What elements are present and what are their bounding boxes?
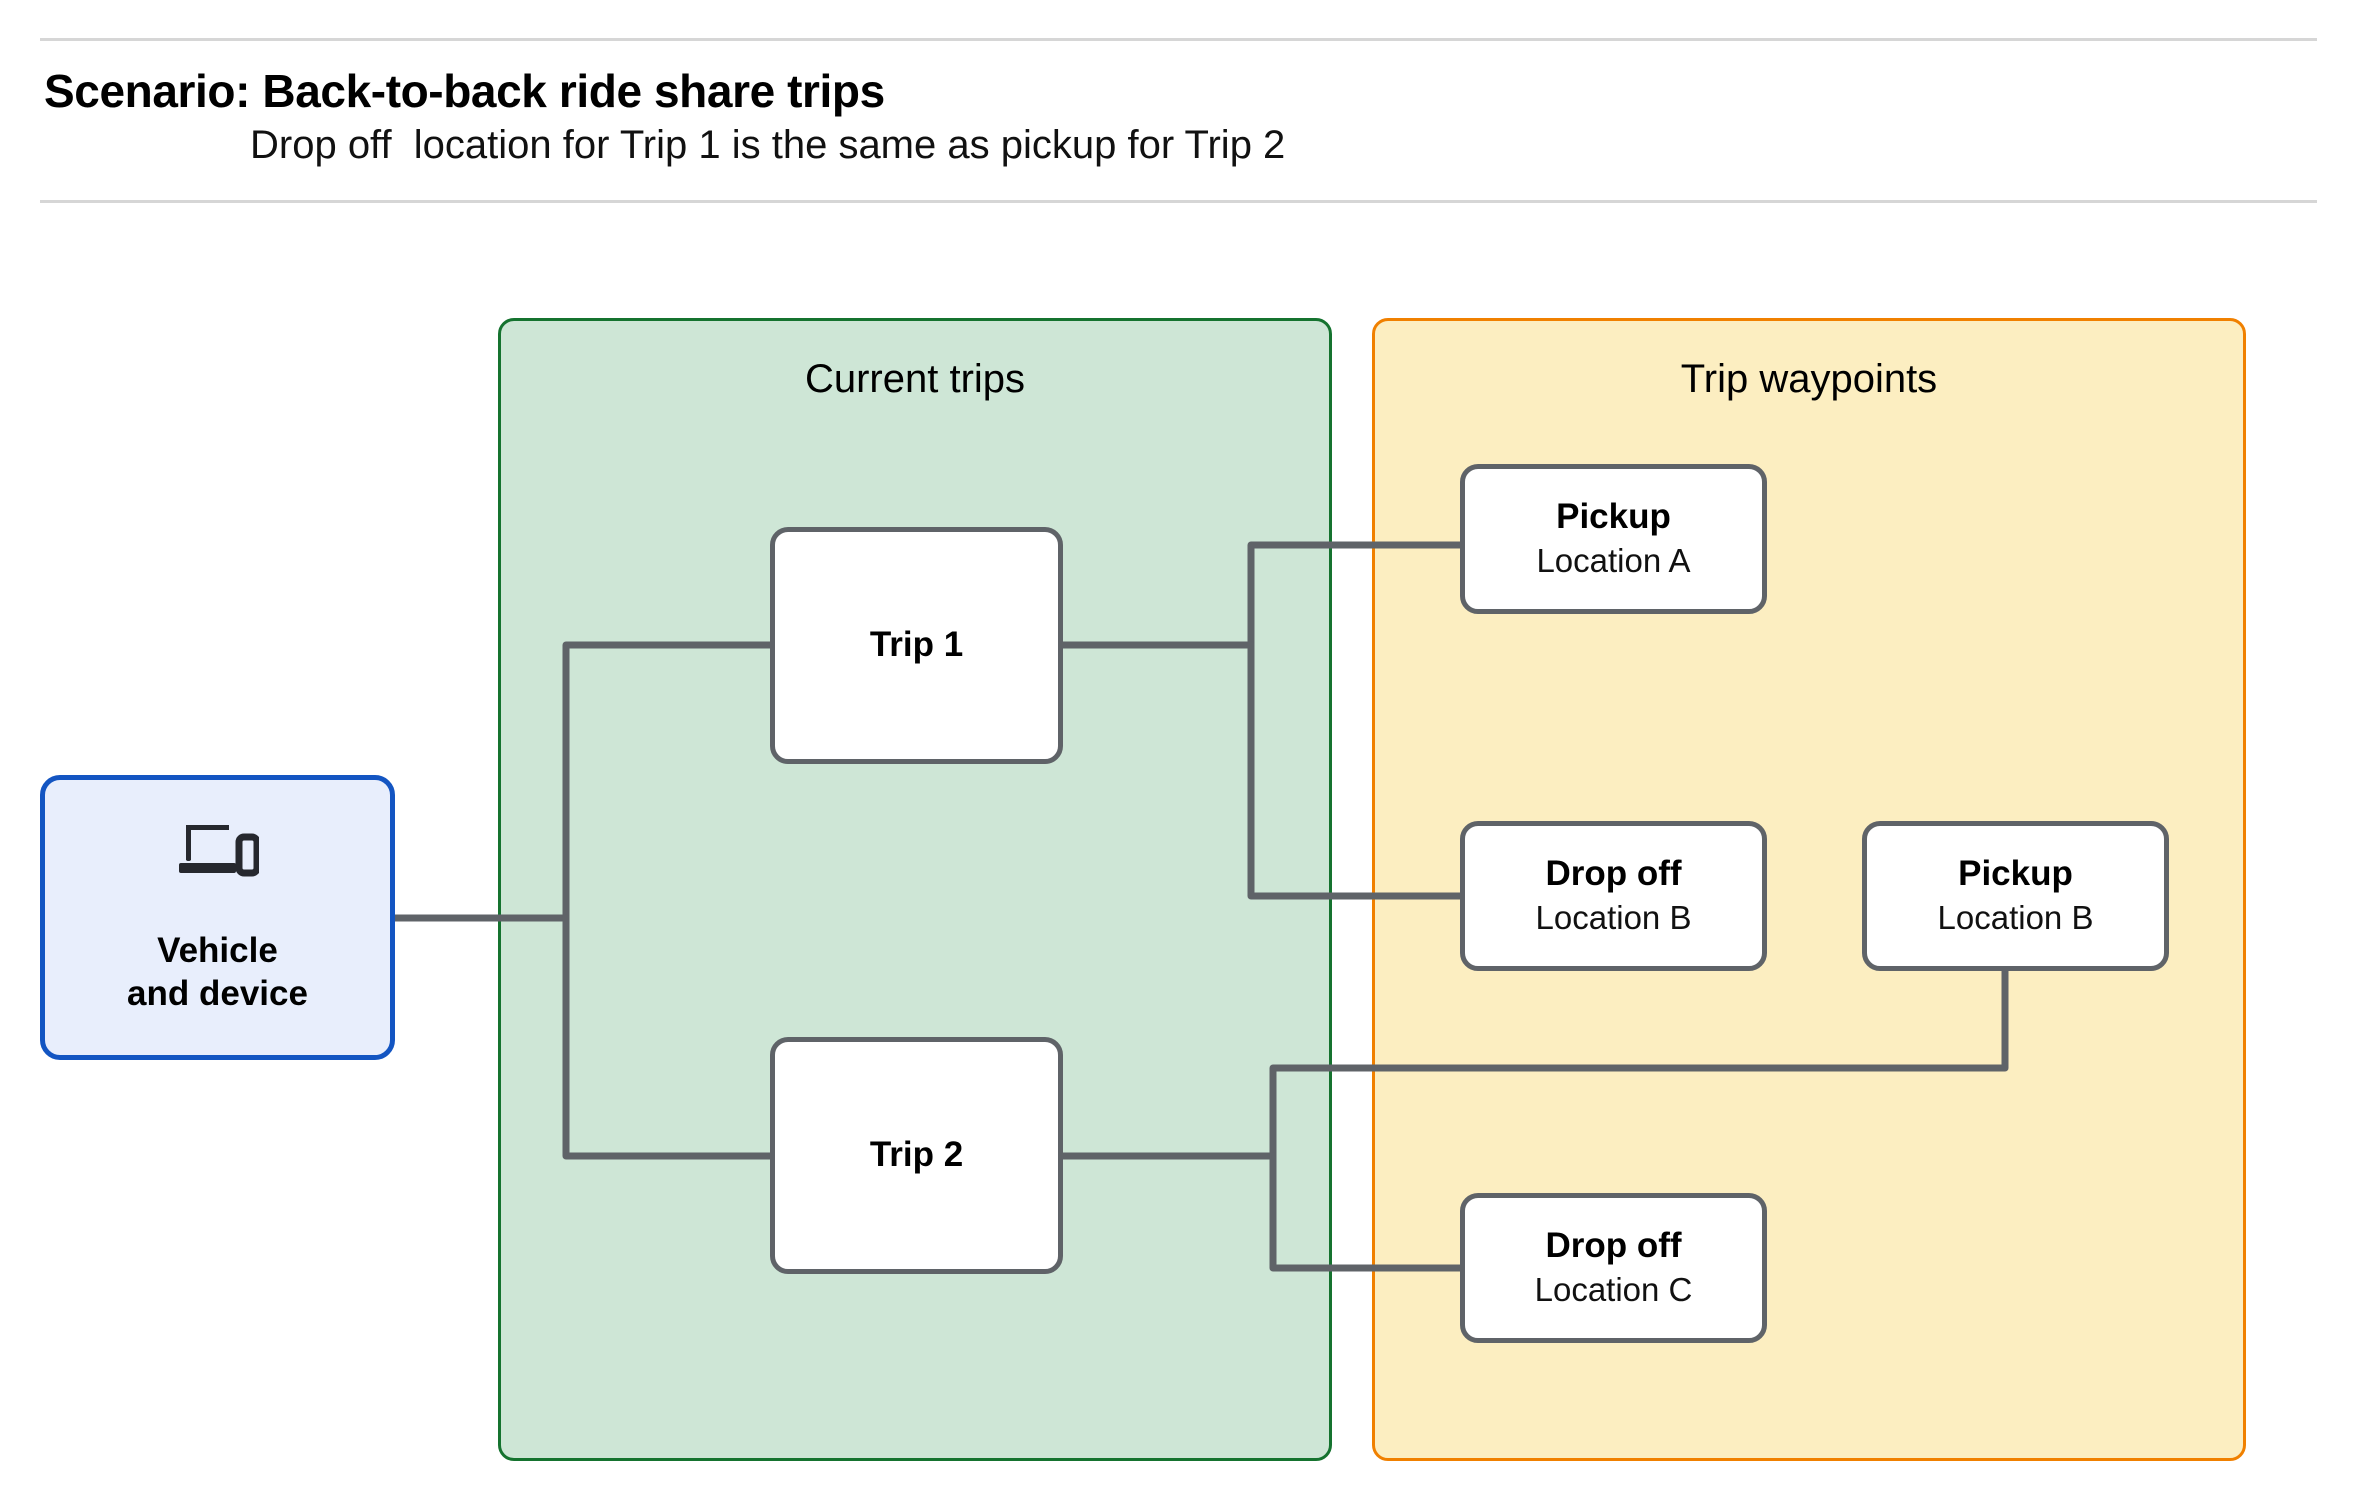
header-divider-bottom <box>40 200 2317 203</box>
node-pickup-location-b[interactable]: Pickup Location B <box>1862 821 2169 971</box>
page-title: Scenario: Back-to-back ride share trips <box>44 65 885 117</box>
node-pickup-location-a[interactable]: Pickup Location A <box>1460 464 1767 614</box>
node-pickup-b-type: Pickup <box>1958 854 2073 894</box>
node-dropoff-c-location: Location C <box>1534 1271 1693 1309</box>
node-vehicle-and-device[interactable]: Vehicle and device <box>40 775 395 1060</box>
node-trip-1-label: Trip 1 <box>869 625 964 665</box>
node-trip-2[interactable]: Trip 2 <box>770 1037 1063 1274</box>
node-trip-2-label: Trip 2 <box>869 1135 964 1175</box>
node-trip-1[interactable]: Trip 1 <box>770 527 1063 764</box>
group-current-trips: Current trips <box>498 318 1332 1461</box>
page-subtitle: Drop off location for Trip 1 is the same… <box>250 123 1286 167</box>
node-pickup-a-type: Pickup <box>1556 497 1671 537</box>
node-dropoff-c-type: Drop off <box>1545 1226 1682 1266</box>
node-dropoff-b-location: Location B <box>1535 899 1692 937</box>
header-divider-top <box>40 38 2317 41</box>
node-pickup-a-location: Location A <box>1536 542 1691 580</box>
laptop-and-phone-icon <box>177 819 260 884</box>
node-dropoff-b-type: Drop off <box>1545 854 1682 894</box>
node-dropoff-location-b[interactable]: Drop off Location B <box>1460 821 1767 971</box>
node-vehicle-label: Vehicle and device <box>127 931 308 1013</box>
group-current-trips-title: Current trips <box>804 357 1026 401</box>
group-trip-waypoints-title: Trip waypoints <box>1680 357 1938 401</box>
node-pickup-b-location: Location B <box>1937 899 2094 937</box>
node-dropoff-location-c[interactable]: Drop off Location C <box>1460 1193 1767 1343</box>
